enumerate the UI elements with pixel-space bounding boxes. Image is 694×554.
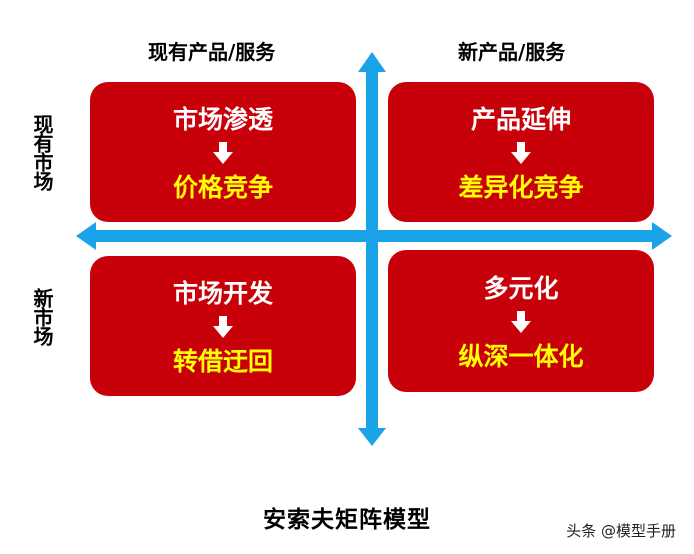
quadrant-competition-label: 价格竞争 (172, 173, 273, 202)
row-header-new-market: 新市场 (30, 288, 54, 345)
vertical-axis-arrow-down (358, 428, 386, 446)
quadrant-product-extension: 产品延伸 差异化竞争 (388, 82, 654, 222)
quadrant-market-penetration: 市场渗透 价格竞争 (90, 82, 356, 222)
quadrant-strategy-label: 产品延伸 (470, 105, 571, 134)
quadrant-diversification: 多元化 纵深一体化 (388, 250, 654, 392)
arrow-down-icon (213, 316, 233, 338)
arrow-down-icon (511, 311, 531, 333)
horizontal-axis-arrow-left (76, 222, 96, 250)
column-header-existing-product: 现有产品/服务 (148, 40, 276, 64)
quadrant-strategy-label: 多元化 (483, 274, 559, 303)
quadrant-competition-label: 纵深一体化 (458, 342, 584, 371)
column-header-new-product: 新产品/服务 (458, 40, 566, 64)
quadrant-strategy-label: 市场开发 (172, 279, 273, 308)
horizontal-axis-arrow-right (652, 222, 672, 250)
vertical-axis-arrow-up (358, 52, 386, 72)
diagram-title: 安索夫矩阵模型 (263, 507, 431, 533)
quadrant-market-development: 市场开发 转借迂回 (90, 256, 356, 396)
quadrant-strategy-label: 市场渗透 (172, 105, 273, 134)
quadrant-competition-label: 转借迂回 (172, 347, 273, 376)
row-header-existing-market: 现有市场 (30, 114, 54, 190)
arrow-down-icon (213, 142, 233, 164)
vertical-axis-line (366, 70, 378, 432)
arrow-down-icon (511, 142, 531, 164)
quadrant-competition-label: 差异化竞争 (458, 173, 584, 202)
watermark: 头条 @模型手册 (566, 522, 676, 540)
horizontal-axis-line (94, 230, 654, 242)
